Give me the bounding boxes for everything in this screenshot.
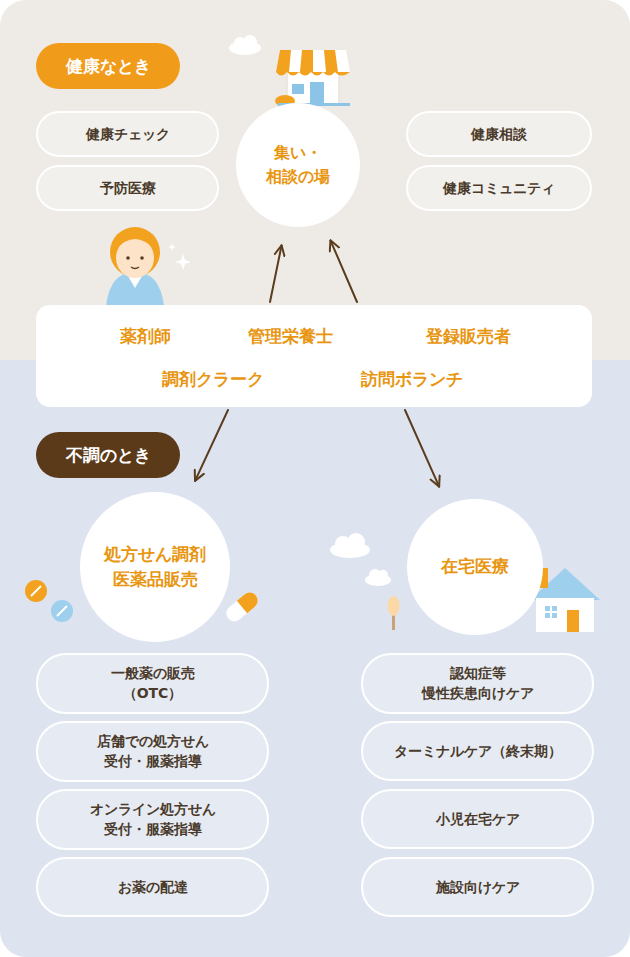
pharmacist-figure bbox=[106, 227, 191, 306]
node-label: 処方せん調剤 医薬品販売 bbox=[99, 542, 211, 593]
service-pill: 健康コミュニティ bbox=[406, 165, 592, 211]
node-label: ターミナルケア（終末期） bbox=[394, 741, 562, 761]
hub-circle: 在宅医療 bbox=[407, 499, 543, 635]
service-pill: ターミナルケア（終末期） bbox=[361, 721, 594, 781]
node-label: 予防医療 bbox=[100, 178, 156, 198]
service-pill: 一般薬の販売 （OTC） bbox=[36, 653, 269, 714]
node-label: 健康コミュニティ bbox=[443, 178, 555, 198]
service-pill: オンライン処方せん 受付・服薬指導 bbox=[36, 789, 269, 850]
node-label: 認知症等 慢性疾患向けケア bbox=[413, 663, 543, 704]
hub-circle: 集い・ 相談の場 bbox=[236, 103, 360, 227]
role-label: 管理栄養士 bbox=[248, 325, 333, 348]
role-label: 調剤クラーク bbox=[162, 368, 264, 391]
service-pill: 認知症等 慢性疾患向けケア bbox=[361, 653, 594, 714]
arrow-connector bbox=[405, 410, 439, 487]
hub-circle: 処方せん調剤 医薬品販売 bbox=[80, 492, 230, 642]
node-label: 不調のとき bbox=[66, 444, 151, 467]
staff-box: 薬剤師 管理栄養士 登録販売者調剤クラーク 訪問ボランチ bbox=[36, 305, 592, 407]
node-label: 施設向けケア bbox=[436, 877, 520, 897]
node-label: 一般薬の販売 （OTC） bbox=[93, 663, 213, 704]
node-label: オンライン処方せん 受付・服薬指導 bbox=[83, 799, 223, 840]
role-label: 訪問ボランチ bbox=[361, 368, 463, 391]
role-label: 薬剤師 bbox=[120, 325, 171, 348]
store-icon bbox=[275, 50, 350, 107]
node-label: 店舗での処方せん 受付・服薬指導 bbox=[83, 731, 223, 772]
arrow-connector bbox=[330, 240, 357, 302]
service-pill: 小児在宅ケア bbox=[361, 789, 594, 849]
arrow-connector bbox=[270, 245, 282, 302]
service-pill: 健康相談 bbox=[406, 111, 592, 157]
node-label: 集い・ 相談の場 bbox=[262, 141, 334, 189]
node-label: 在宅医療 bbox=[441, 554, 509, 580]
node-label: 健康なとき bbox=[66, 55, 151, 78]
service-pill: 施設向けケア bbox=[361, 857, 594, 917]
service-pill: 店舗での処方せん 受付・服薬指導 bbox=[36, 721, 269, 782]
state-tag: 健康なとき bbox=[36, 43, 180, 89]
arrow-connector bbox=[195, 410, 228, 481]
role-label: 登録販売者 bbox=[426, 325, 511, 348]
state-tag: 不調のとき bbox=[36, 432, 180, 478]
node-label: 健康相談 bbox=[471, 124, 527, 144]
unwell-band bbox=[0, 360, 630, 957]
service-pill: お薬の配達 bbox=[36, 857, 269, 917]
node-label: 健康チェック bbox=[86, 124, 170, 144]
node-label: 小児在宅ケア bbox=[436, 809, 520, 829]
service-pill: 予防医療 bbox=[36, 165, 219, 211]
service-pill: 健康チェック bbox=[36, 111, 219, 157]
node-label: お薬の配達 bbox=[118, 877, 188, 897]
